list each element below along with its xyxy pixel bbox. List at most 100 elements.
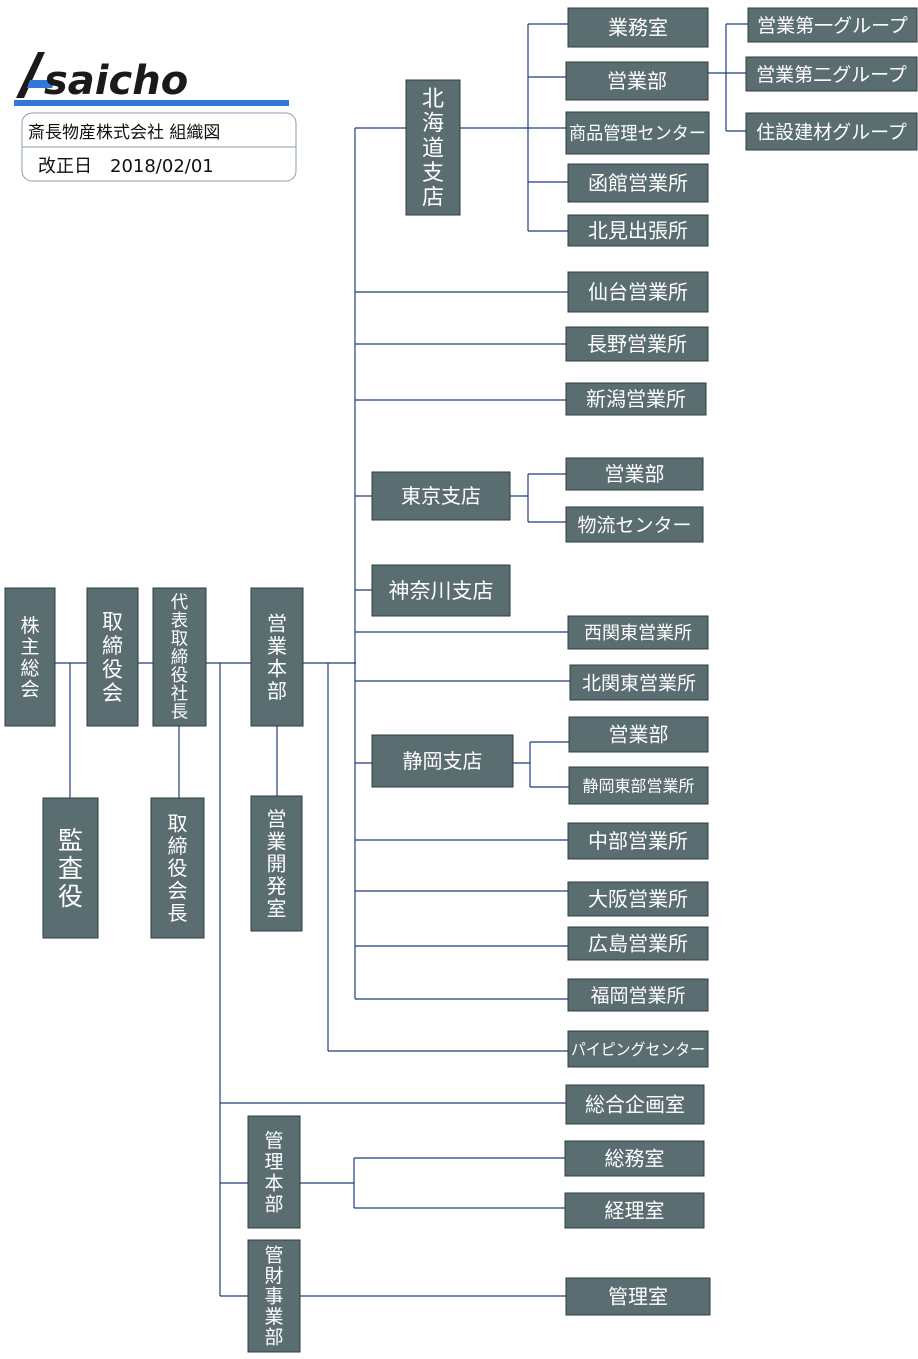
unit-box-sales-dev [250, 795, 303, 932]
title-card: 斎長物産株式会社 組織図 改正日 2018/02/01 [21, 112, 297, 182]
unit-sz-sales: 営業部 [568, 716, 709, 753]
company-title: 斎長物産株式会社 組織図 [28, 123, 220, 143]
unit-label-accounting: 経理室 [605, 1199, 665, 1223]
unit-tokyo: 東京支店 [371, 471, 511, 521]
unit-osaka: 大阪営業所 [567, 881, 709, 917]
unit-hk-sales: 営業部 [565, 61, 709, 101]
unit-hk-hakodate: 函館営業所 [567, 163, 709, 203]
unit-label-chubu: 中部営業所 [588, 829, 688, 853]
unit-box-general-affairs [564, 1140, 705, 1177]
unit-hiroshima: 広島営業所 [567, 926, 709, 961]
unit-grp1: 営業第一グループ [747, 7, 918, 43]
unit-label-grp3: 住設建材グループ [756, 121, 907, 143]
unit-label-fukuoka: 福岡営業所 [590, 985, 685, 1007]
unit-admin-hq: 管理本部 [247, 1115, 301, 1229]
unit-box-tokyo [371, 471, 511, 521]
unit-box-chubu [567, 822, 709, 860]
unit-label-kita-kanto: 北関東営業所 [582, 672, 696, 694]
unit-label-grp1: 営業第一グループ [757, 15, 908, 37]
unit-nagano: 長野営業所 [565, 326, 709, 362]
unit-box-hk-business [567, 7, 709, 48]
unit-box-grp3 [745, 112, 918, 151]
unit-niigata: 新潟営業所 [565, 382, 707, 416]
unit-label-auditor: 監査役 [58, 826, 83, 911]
unit-box-nagano [565, 326, 709, 362]
unit-label-hokkaido: 北海道支店 [422, 87, 444, 211]
unit-label-hk-sales: 営業部 [607, 69, 667, 93]
unit-label-sales-hq: 営業本部 [267, 612, 287, 703]
unit-box-sz-east [568, 766, 709, 805]
unit-sales-hq: 営業本部 [250, 587, 304, 727]
unit-label-niigata: 新潟営業所 [586, 387, 686, 411]
unit-label-nishi-kanto: 西関東営業所 [584, 623, 692, 644]
unit-label-grp2: 営業第二グループ [756, 64, 907, 86]
unit-board: 取締役会 [86, 587, 139, 727]
unit-box-hiroshima [567, 926, 709, 961]
unit-nishi-kanto: 西関東営業所 [567, 615, 709, 650]
unit-management: 管理室 [565, 1277, 711, 1316]
unit-planning: 総合企画室 [565, 1084, 705, 1125]
unit-box-hk-hakodate [567, 163, 709, 203]
unit-kita-kanto: 北関東営業所 [569, 664, 709, 701]
unit-box-planning [565, 1084, 705, 1125]
unit-box-shizuoka [371, 734, 514, 788]
unit-label-sendai: 仙台営業所 [588, 280, 688, 304]
unit-label-management: 管理室 [608, 1285, 668, 1309]
logo-underline [14, 100, 289, 106]
unit-chairman: 取締役会長 [150, 797, 205, 939]
unit-box-piping [567, 1030, 709, 1068]
unit-label-board: 取締役会 [102, 610, 123, 705]
unit-box-kanagawa [371, 564, 511, 617]
unit-box-property [247, 1239, 301, 1353]
unit-sendai: 仙台営業所 [567, 271, 709, 313]
unit-box-president [152, 587, 207, 727]
unit-label-planning: 総合企画室 [585, 1093, 685, 1117]
unit-box-sales-hq [250, 587, 304, 727]
unit-box-sz-sales [568, 716, 709, 753]
unit-kanagawa: 神奈川支店 [371, 564, 511, 617]
unit-label-general-affairs: 総務室 [605, 1147, 665, 1171]
unit-label-piping: パイピングセンター [571, 1040, 705, 1059]
unit-label-hk-product: 商品管理センター [569, 123, 706, 144]
logo: saicho [14, 52, 289, 106]
unit-box-hk-sales [565, 61, 709, 101]
unit-property: 管財事業部 [247, 1239, 301, 1353]
unit-label-kanagawa: 神奈川支店 [389, 579, 494, 603]
unit-grp3: 住設建材グループ [745, 112, 918, 151]
unit-general-affairs: 総務室 [564, 1140, 705, 1177]
unit-label-osaka: 大阪営業所 [588, 887, 688, 911]
unit-box-hk-kitami [567, 214, 709, 247]
unit-label-chairman: 取締役会長 [168, 811, 188, 925]
unit-sales-dev: 営業開発室 [250, 795, 303, 932]
unit-box-auditor [42, 797, 99, 939]
unit-tk-sales: 営業部 [565, 457, 704, 491]
unit-label-admin-hq: 管理本部 [264, 1130, 283, 1216]
connectors [55, 23, 748, 1297]
unit-box-grp1 [747, 7, 918, 43]
unit-box-tk-logistics [565, 506, 704, 543]
logo-mark-accent [27, 80, 56, 88]
unit-label-sales-dev: 営業開発室 [267, 807, 287, 921]
unit-box-tk-sales [565, 457, 704, 491]
unit-hk-product: 商品管理センター [565, 111, 710, 155]
unit-hk-kitami: 北見出張所 [567, 214, 709, 247]
unit-label-sz-east: 静岡東部営業所 [582, 776, 694, 795]
unit-chubu: 中部営業所 [567, 822, 709, 860]
unit-hk-business: 業務室 [567, 7, 709, 48]
unit-piping: パイピングセンター [567, 1030, 709, 1068]
unit-box-shareholders [4, 587, 56, 727]
unit-tk-logistics: 物流センター [565, 506, 704, 543]
unit-hokkaido: 北海道支店 [405, 79, 461, 216]
unit-grp2: 営業第二グループ [745, 56, 918, 92]
unit-label-sz-sales: 営業部 [609, 723, 669, 747]
unit-box-grp2 [745, 56, 918, 92]
logo-mark-stroke [16, 52, 45, 98]
unit-sz-east: 静岡東部営業所 [568, 766, 709, 805]
unit-label-president: 代表取締役社長 [171, 593, 188, 723]
unit-box-kita-kanto [569, 664, 709, 701]
unit-label-hk-business: 業務室 [608, 16, 668, 40]
unit-label-nagano: 長野営業所 [587, 332, 687, 356]
revision-date: 改正日 2018/02/01 [38, 156, 214, 177]
unit-shareholders: 株主総会 [4, 587, 56, 727]
